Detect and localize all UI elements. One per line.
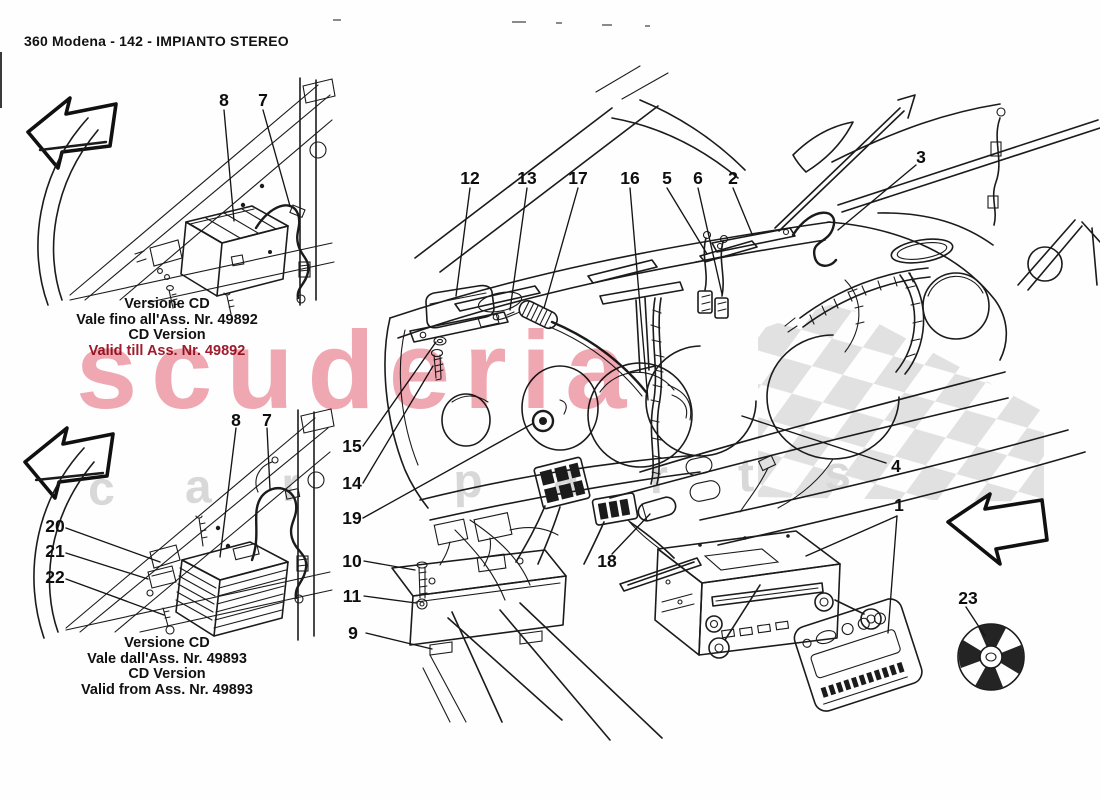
view-direction-arrow-icon [23,426,115,500]
caption-line: Vale dall'Ass. Nr. 49893 [87,650,247,667]
caption-line: Valid from Ass. Nr. 49893 [81,681,253,698]
callout-15: 15 [342,436,362,456]
scan-artifact [556,22,562,24]
callout-7-top: 7 [258,90,268,110]
scan-artifact [333,19,341,21]
inset-bottom-drawing [23,408,335,641]
caption-line: CD Version [128,666,206,682]
callout-11: 11 [343,586,362,606]
caption-line-highlight: Valid till Ass. Nr. 49892 [88,342,246,359]
callout-12: 12 [460,168,480,188]
callout-23: 23 [958,588,978,608]
callout-numbers: 8 7 8 7 20 21 22 12 13 17 16 5 6 2 3 15 … [45,90,978,643]
radio-faceplate-drawing [793,598,923,712]
callout-4: 4 [891,456,901,476]
assembly-direction-arrow-icon [946,492,1049,566]
scan-edge-mark [0,52,2,108]
antenna-drawing [711,94,916,267]
dashboard-drawing [384,65,1100,741]
callout-7-bottom: 7 [262,410,272,430]
watermark-brand: scuderia [76,309,641,432]
callout-3: 3 [916,147,926,167]
connector-plugs-drawing [694,230,736,319]
callout-19: 19 [342,508,362,528]
page-title: 360 Modena - 142 - IMPIANTO STEREO [24,33,289,49]
radio-unit-drawing [654,530,882,659]
callout-8-bottom: 8 [231,410,241,430]
callout-5: 5 [662,168,672,188]
callout-9: 9 [348,623,358,643]
cd-disc-drawing [957,623,1025,691]
scan-artifact [512,21,526,23]
leader-lines [65,109,986,650]
callout-18: 18 [597,551,617,571]
callout-14: 14 [342,473,362,493]
inset-top-drawing [26,77,336,315]
caption-line: Versione CD [124,635,210,651]
callout-20: 20 [45,516,65,536]
callout-13: 13 [517,168,537,188]
scan-artifact [645,25,650,27]
callout-1: 1 [894,495,904,515]
caption-line: Versione CD [124,296,210,312]
callout-8-top: 8 [219,90,229,110]
scan-artifact [602,24,612,26]
callout-17: 17 [568,168,587,188]
callout-6: 6 [693,168,703,188]
caption-line: Vale fino all'Ass. Nr. 49892 [76,311,258,328]
amplifier-drawing [391,512,567,656]
checkered-flag-watermark [758,302,1044,502]
caption-cd-version-till: Versione CD Vale fino all'Ass. Nr. 49892… [52,296,282,359]
callout-16: 16 [620,168,640,188]
callout-10: 10 [342,551,362,571]
callout-22: 22 [45,567,65,587]
harness-connectors-drawing [515,456,677,565]
callout-2: 2 [728,168,738,188]
caption-line: CD Version [128,327,206,343]
gps-antenna-module-drawing [409,284,648,397]
view-direction-arrow-icon [26,96,118,170]
caption-cd-version-from: Versione CD Vale dall'Ass. Nr. 49893 CD … [52,635,282,698]
antenna-cable-drawing [645,297,900,513]
callout-21: 21 [45,541,65,561]
